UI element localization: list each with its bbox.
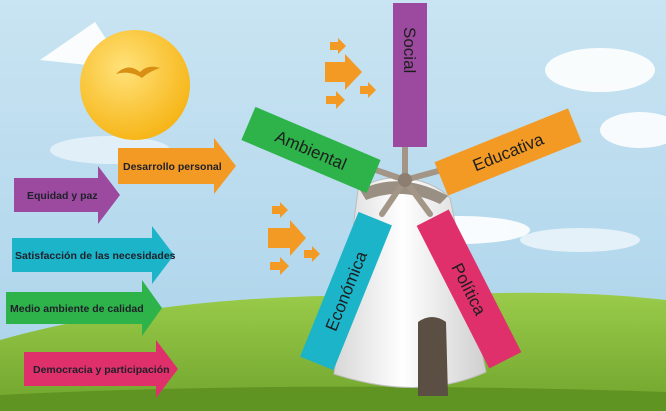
- blade-educativa-body: [434, 108, 582, 196]
- sun-icon: [80, 30, 190, 140]
- arrow-democracia: Democracia y participación: [24, 340, 178, 398]
- bird-icon: [116, 66, 160, 78]
- arrow-democracia-shape: [24, 340, 178, 398]
- arrow-equidad-shape: [14, 166, 120, 224]
- blade-economica-body: [300, 211, 392, 371]
- windmill-door: [418, 317, 448, 396]
- arrow-medio: Medio ambiente de calidad: [6, 280, 162, 336]
- arrow-desarrollo: Desarrollo personal: [118, 138, 236, 194]
- windmill-roof: [360, 181, 448, 204]
- wind-arrows-top: [325, 38, 376, 109]
- arrow-equidad: Equidad y paz: [14, 166, 120, 224]
- arrow-democracia-label: Democracia y participación: [33, 364, 170, 376]
- arrow-desarrollo-label: Desarrollo personal: [123, 161, 222, 173]
- blade-hub: [398, 173, 412, 187]
- hill-front: [0, 386, 666, 411]
- arrow-medio-shape: [6, 280, 162, 336]
- arrow-medio-label: Medio ambiente de calidad: [10, 303, 144, 315]
- arrow-satisfaccion-label: Satisfacción de las necesidades: [15, 250, 176, 262]
- blade-politica-body: [416, 209, 522, 369]
- arrow-satisfaccion-shape: [12, 226, 174, 284]
- blade-ambiental-body: [241, 106, 381, 194]
- wind-arrows-mid: [268, 202, 320, 275]
- blade-social-body: [393, 3, 427, 147]
- arrow-equidad-label: Equidad y paz: [27, 190, 98, 202]
- blade-social: Social: [393, 3, 427, 147]
- blade-social-label: Social: [400, 27, 419, 73]
- arrow-desarrollo-shape: [118, 138, 236, 194]
- arrow-satisfaccion: Satisfacción de las necesidades: [12, 226, 176, 284]
